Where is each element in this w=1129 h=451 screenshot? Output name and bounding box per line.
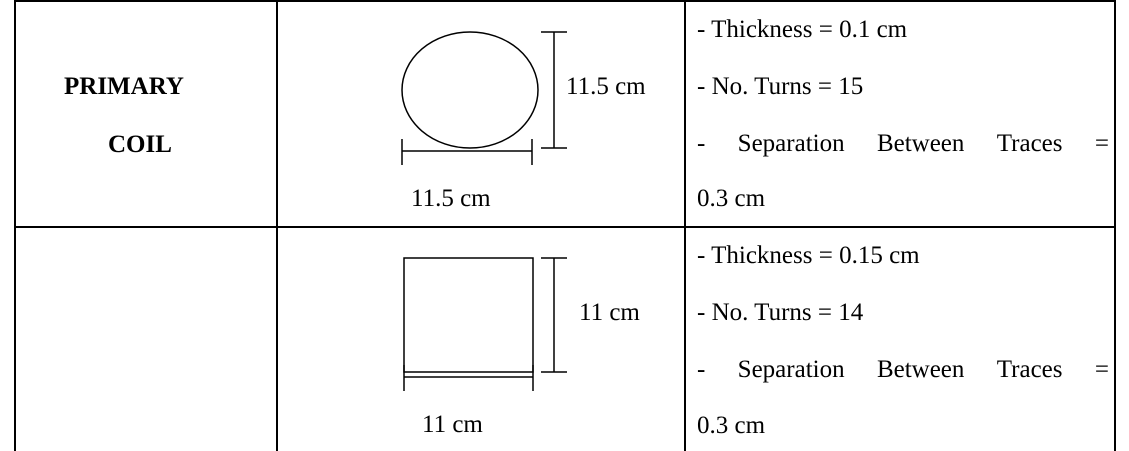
row-divider [14, 226, 1116, 228]
width-dimension-label: 11.5 cm [411, 185, 491, 212]
spec-separation-word: Between [876, 130, 965, 157]
square-coil-shape [403, 257, 534, 373]
table-left-border [14, 0, 16, 451]
height-dimension-label: 11 cm [579, 299, 640, 326]
spec-separation: - Separation Between Traces = [697, 130, 1109, 158]
spec-separation-value: 0.3 cm [697, 185, 766, 212]
circular-coil-shape [401, 31, 539, 149]
spec-thickness: - Thickness = 0.1 cm [697, 16, 908, 43]
primary-coil-specs: - Thickness = 0.1 cm - No. Turns = 15 - … [697, 0, 1110, 226]
spec-separation: - Separation Between Traces = [697, 356, 1109, 384]
spec-separation-word: Between [876, 356, 965, 383]
spec-separation-word: Traces [996, 130, 1063, 157]
coil-label-line-2: COIL [108, 131, 172, 158]
secondary-coil-specs: - Thickness = 0.15 cm - No. Turns = 14 -… [697, 228, 1110, 451]
column-divider-1 [276, 0, 278, 451]
spec-separation-word: Separation [737, 130, 845, 157]
coil-label-line-1: PRIMARY [64, 73, 184, 100]
spec-separation-value: 0.3 cm [697, 412, 766, 439]
spec-turns: - No. Turns = 14 [697, 299, 864, 326]
spec-separation-word: - [697, 356, 706, 383]
spec-separation-word: Separation [737, 356, 845, 383]
secondary-coil-diagram [403, 257, 567, 391]
spec-separation-word: - [697, 130, 706, 157]
table-top-border [14, 0, 1116, 2]
width-dimension-label: 11 cm [422, 411, 483, 438]
spec-turns: - No. Turns = 15 [697, 73, 864, 100]
spec-separation-word: = [1094, 130, 1109, 157]
primary-coil-diagram [401, 31, 567, 165]
column-divider-2 [684, 0, 686, 451]
spec-separation-word: = [1094, 356, 1109, 383]
spec-separation-word: Traces [996, 356, 1063, 383]
spec-thickness: - Thickness = 0.15 cm [697, 242, 920, 269]
height-dimension-label: 11.5 cm [566, 73, 646, 100]
table-right-border [1114, 0, 1116, 451]
